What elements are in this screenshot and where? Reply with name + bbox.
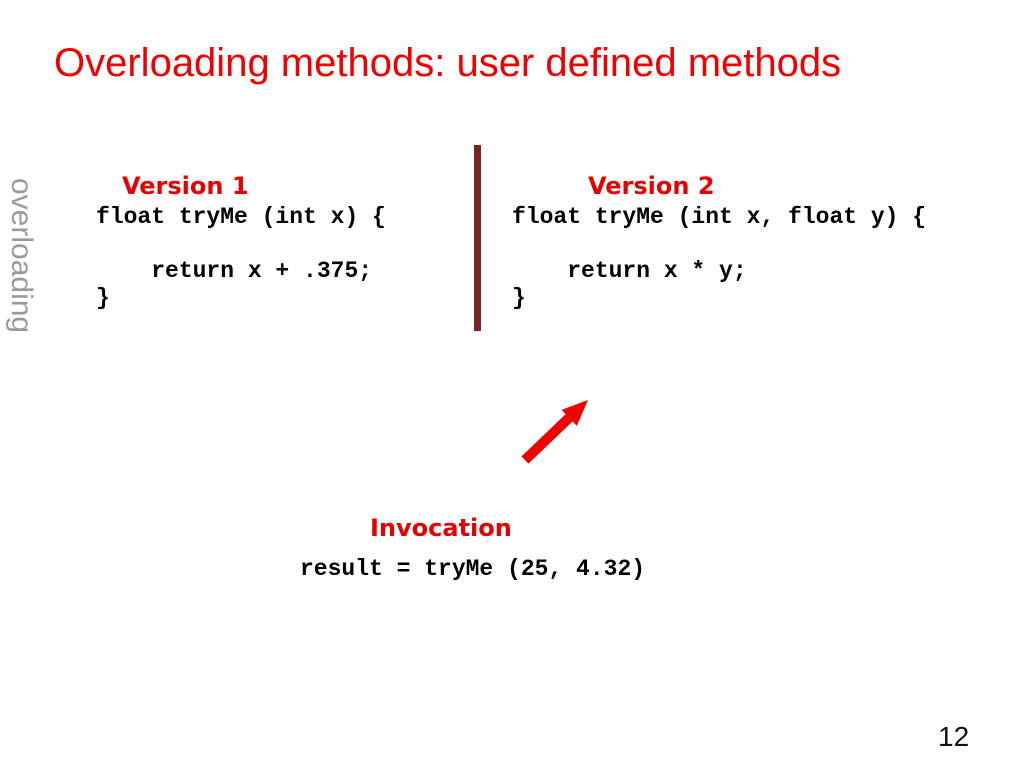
invocation-code: result = tryMe (25, 4.32) bbox=[300, 556, 646, 582]
code-line: float tryMe (int x, float y) { bbox=[512, 204, 927, 230]
version1-heading: Version 1 bbox=[122, 172, 249, 200]
page-title: Overloading methods: user defined method… bbox=[54, 41, 842, 85]
code-line: return x * y; bbox=[512, 258, 747, 284]
arrow-shaft bbox=[521, 412, 575, 464]
invocation-heading: Invocation bbox=[370, 514, 512, 542]
version2-code-block: float tryMe (int x, float y) { return x … bbox=[512, 204, 926, 312]
code-line: return x + .375; bbox=[96, 258, 373, 284]
code-line bbox=[512, 231, 926, 258]
code-line: } bbox=[512, 285, 526, 311]
code-line: } bbox=[96, 285, 110, 311]
side-label-overloading: overloading bbox=[5, 178, 38, 334]
version2-heading: Version 2 bbox=[588, 172, 715, 200]
code-line bbox=[96, 231, 386, 258]
divider-line bbox=[474, 145, 481, 331]
code-line: float tryMe (int x) { bbox=[96, 204, 386, 230]
version1-code-block: float tryMe (int x) { return x + .375; } bbox=[96, 204, 386, 312]
arrow-head bbox=[561, 400, 588, 426]
page-number: 12 bbox=[938, 721, 970, 752]
up-right-arrow-icon bbox=[521, 400, 588, 464]
